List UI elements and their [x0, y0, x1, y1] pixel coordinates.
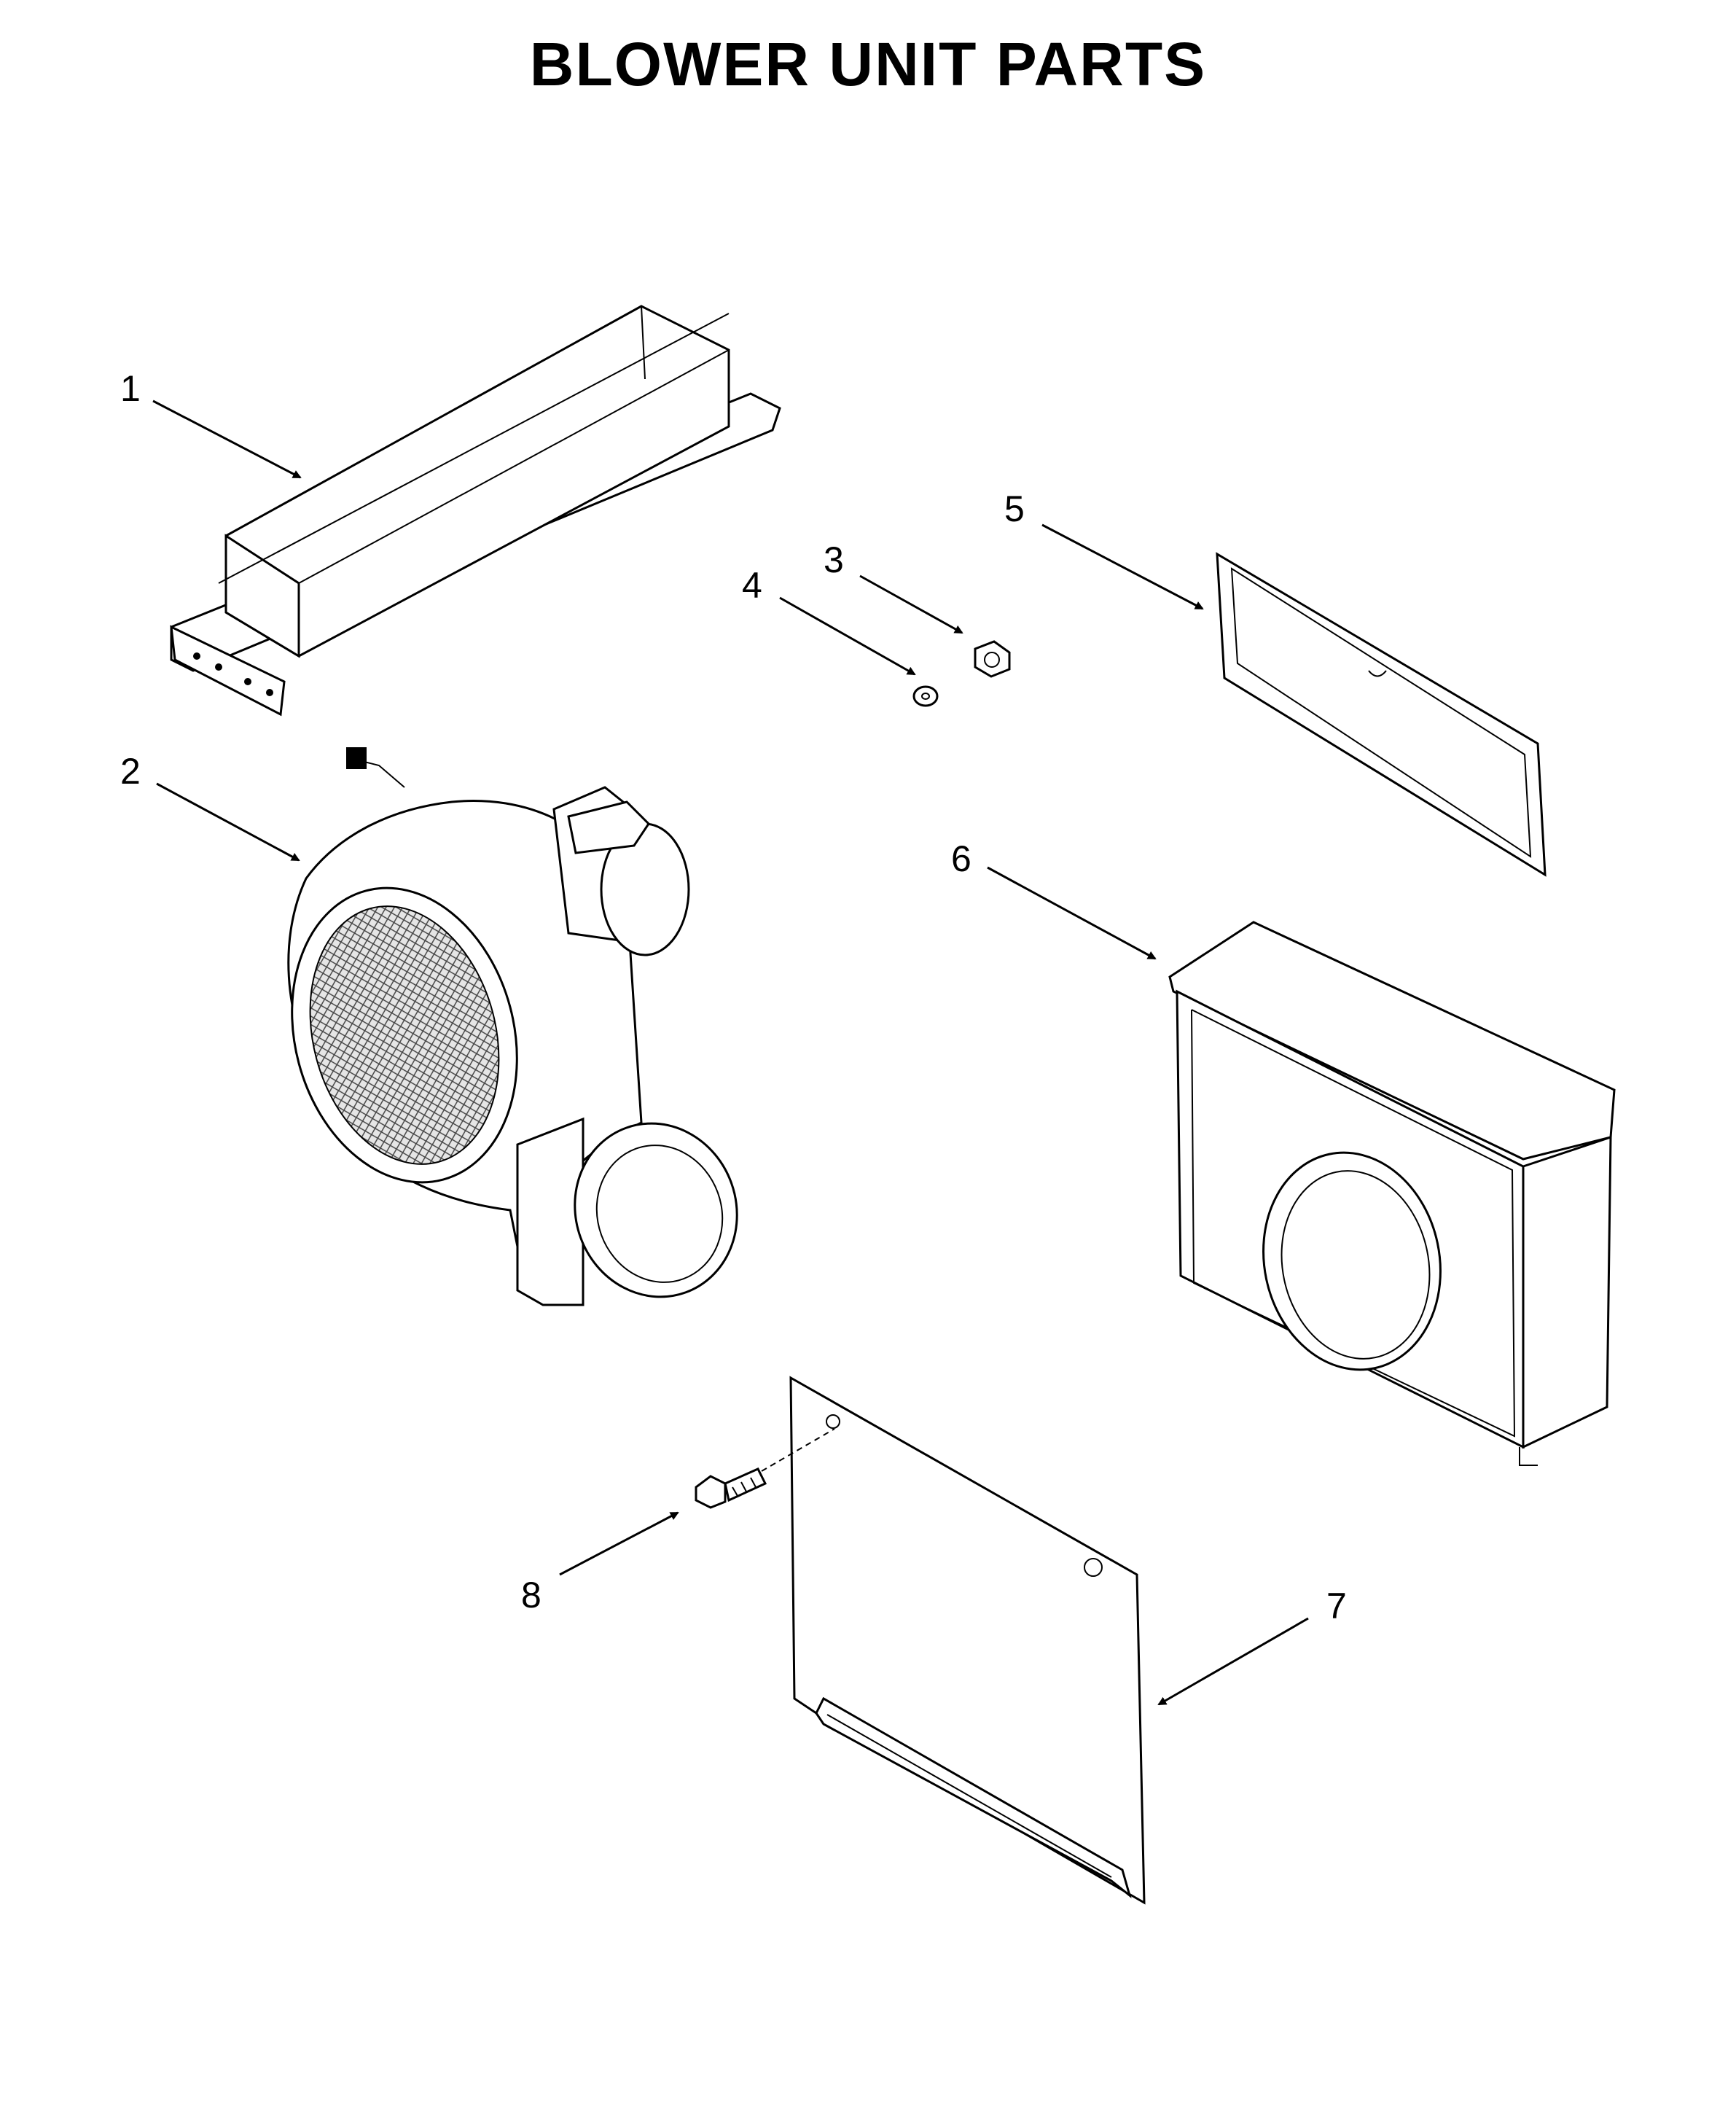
leader-arrows [152, 399, 1309, 1706]
arrow-4 [779, 596, 916, 676]
callout-5: 5 [1004, 488, 1025, 529]
part-7-cover-panel[interactable] [789, 1376, 1146, 1905]
callout-4: 4 [742, 565, 762, 606]
arrow-2 [156, 782, 300, 862]
callout-6: 6 [951, 838, 971, 879]
part-4-washer[interactable] [912, 685, 939, 707]
arrow-6 [987, 866, 1157, 960]
arrow-7 [1157, 1617, 1309, 1706]
page-title: BLOWER UNIT PARTS [529, 30, 1207, 98]
callout-labels: 1 2 3 4 5 6 7 8 [120, 368, 1347, 1626]
part-1-duct-channel[interactable] [170, 305, 781, 717]
arrow-1 [152, 399, 302, 479]
arrow-3 [859, 574, 963, 634]
callout-8: 8 [521, 1575, 541, 1615]
arrow-8 [559, 1511, 679, 1576]
part-8-screw[interactable] [695, 1428, 835, 1509]
arrow-5 [1041, 523, 1204, 610]
part-5-gasket[interactable] [1216, 552, 1547, 877]
callout-3: 3 [824, 539, 844, 580]
callout-2: 2 [120, 751, 141, 792]
part-3-nut[interactable] [974, 640, 1011, 678]
part-2-blower-motor[interactable] [260, 747, 761, 1319]
part-6-housing[interactable] [1168, 921, 1616, 1466]
callout-1: 1 [120, 368, 141, 409]
callout-7: 7 [1326, 1586, 1347, 1626]
